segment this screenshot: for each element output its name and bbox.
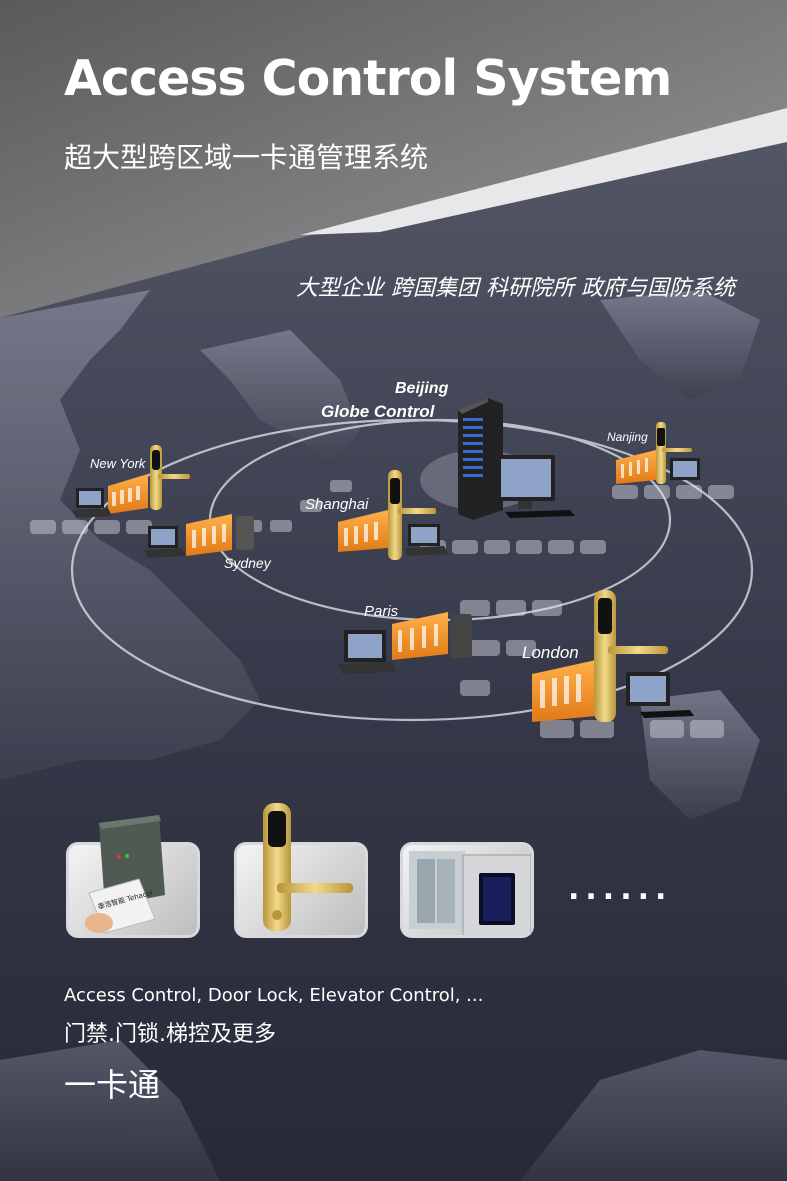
city-label-nanjing: Nanjing (607, 430, 648, 444)
door-lock-icon (263, 803, 353, 931)
sydney-laptop-icon (144, 526, 186, 558)
server-rack-icon (458, 398, 503, 520)
paris-laptop-icon (338, 630, 396, 674)
access-control-tile: 泰浩智能 Tehacol (66, 815, 200, 938)
card-reader-icon (85, 815, 165, 934)
city-label-shanghai: Shanghai (305, 496, 369, 513)
nanjing-building-icon (616, 450, 656, 484)
shanghai-lock-icon (388, 470, 436, 560)
paris-building-icon (392, 612, 448, 660)
products-english: Access Control, Door Lock, Elevator Cont… (64, 985, 484, 1006)
shanghai-building-icon (338, 510, 388, 552)
hq-city-label: Beijing (395, 380, 449, 397)
page-title: Access Control System (64, 50, 672, 107)
sydney-reader-icon (236, 516, 254, 550)
london-monitor-icon (626, 672, 694, 718)
london-lock-icon (594, 590, 668, 722)
hq-monitor-icon (497, 455, 575, 518)
sydney-building-icon (186, 514, 232, 556)
nanjing-monitor-icon (670, 458, 700, 480)
products-chinese: 门禁.门锁.梯控及更多 (64, 1022, 276, 1047)
elevator-icon (409, 851, 531, 935)
more-products-ellipsis: ...... (568, 872, 673, 907)
new-york-building-icon (108, 474, 148, 514)
hq-control-label: Globe Control (321, 402, 435, 421)
new-york-lock-icon (150, 445, 190, 510)
london-building-icon (532, 660, 596, 722)
city-label-paris: Paris (364, 603, 399, 620)
page-subtitle: 超大型跨区域一卡通管理系统 (64, 141, 429, 174)
top-banner (0, 0, 787, 318)
city-label-sydney: Sydney (224, 555, 271, 571)
door-lock-tile (234, 803, 368, 938)
elevator-control-tile (400, 842, 534, 938)
network-tiles (30, 480, 734, 738)
paris-reader-icon (450, 614, 472, 658)
city-label-london: London (522, 643, 579, 662)
new-york-laptop-icon (72, 488, 112, 518)
tagline: 一卡通 (64, 1066, 161, 1104)
banner-white-stripe (300, 108, 787, 235)
shanghai-laptop-icon (404, 524, 448, 556)
city-label-new-york: New York (90, 456, 146, 471)
industries-caption: 大型企业 跨国集团 科研院所 政府与国防系统 (296, 276, 735, 301)
nanjing-lock-icon (656, 422, 692, 484)
